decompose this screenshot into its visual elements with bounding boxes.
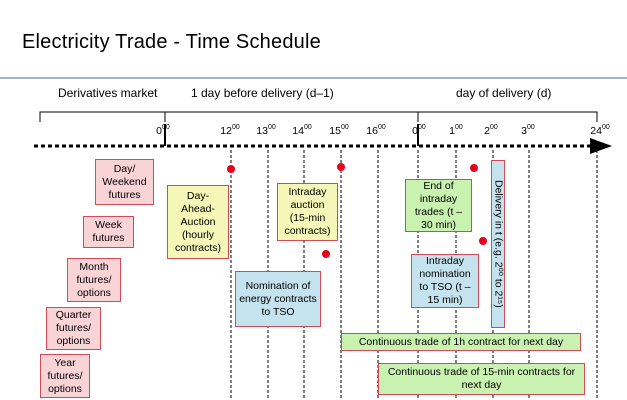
box-intraday-nomination: Intraday nomination to TSO (t – 15 min) bbox=[411, 254, 479, 308]
event-dot-icon bbox=[227, 165, 235, 173]
event-dot-icon bbox=[470, 164, 478, 172]
box-day-ahead-auction: Day-Ahead-Auction (hourly contracts) bbox=[167, 185, 229, 259]
tick-label: 100 bbox=[449, 124, 463, 137]
box-intraday-auction: Intraday auction (15-min contracts) bbox=[277, 183, 338, 241]
bracket-day-before bbox=[165, 111, 419, 122]
timeline-arrow-icon bbox=[590, 138, 612, 154]
section-day-of: day of delivery (d) bbox=[456, 86, 552, 100]
bracket-day-of bbox=[418, 111, 598, 122]
box-month-futures: Month futures/ options bbox=[67, 258, 121, 302]
tick-label: 1400 bbox=[292, 124, 312, 137]
page-title: Electricity Trade - Time Schedule bbox=[22, 31, 321, 53]
box-week-futures: Week futures bbox=[83, 216, 134, 248]
box-day-weekend-futures: Day/ Weekend futures bbox=[95, 159, 154, 205]
tick-label: 200 bbox=[484, 124, 498, 137]
bar-continuous-15min: Continuous trade of 15-min contracts for… bbox=[378, 363, 585, 395]
tick-label: 1600 bbox=[366, 124, 386, 137]
box-end-intraday: End of intraday trades (t – 30 min) bbox=[405, 179, 472, 232]
event-dot-icon bbox=[322, 250, 330, 258]
tick-label: 000 bbox=[412, 124, 426, 137]
box-nomination-energy: Nomination of energy contracts to TSO bbox=[235, 271, 321, 327]
title-rule bbox=[0, 77, 627, 79]
section-derivatives: Derivatives market bbox=[58, 86, 158, 100]
event-dot-icon bbox=[337, 163, 345, 171]
section-day-before: 1 day before delivery (d–1) bbox=[191, 86, 334, 100]
event-dot-icon bbox=[479, 237, 487, 245]
box-quarter-futures: Quarter futures/ options bbox=[46, 307, 101, 350]
tick-label: 000 bbox=[156, 124, 170, 137]
tick-label: 1300 bbox=[256, 124, 276, 137]
bracket-derivatives bbox=[39, 111, 166, 122]
bar-continuous-1h: Continuous trade of 1h contract for next… bbox=[341, 333, 581, 351]
tick-label: 1200 bbox=[220, 124, 240, 137]
box-year-futures: Year futures/ options bbox=[40, 354, 90, 398]
tick-label: 300 bbox=[521, 124, 535, 137]
tick-label: 1500 bbox=[329, 124, 349, 137]
box-delivery: Delivery in t (e.g. 2⁰⁰ to 2¹⁵) bbox=[491, 160, 505, 328]
tick-label: 2400 bbox=[590, 124, 610, 137]
